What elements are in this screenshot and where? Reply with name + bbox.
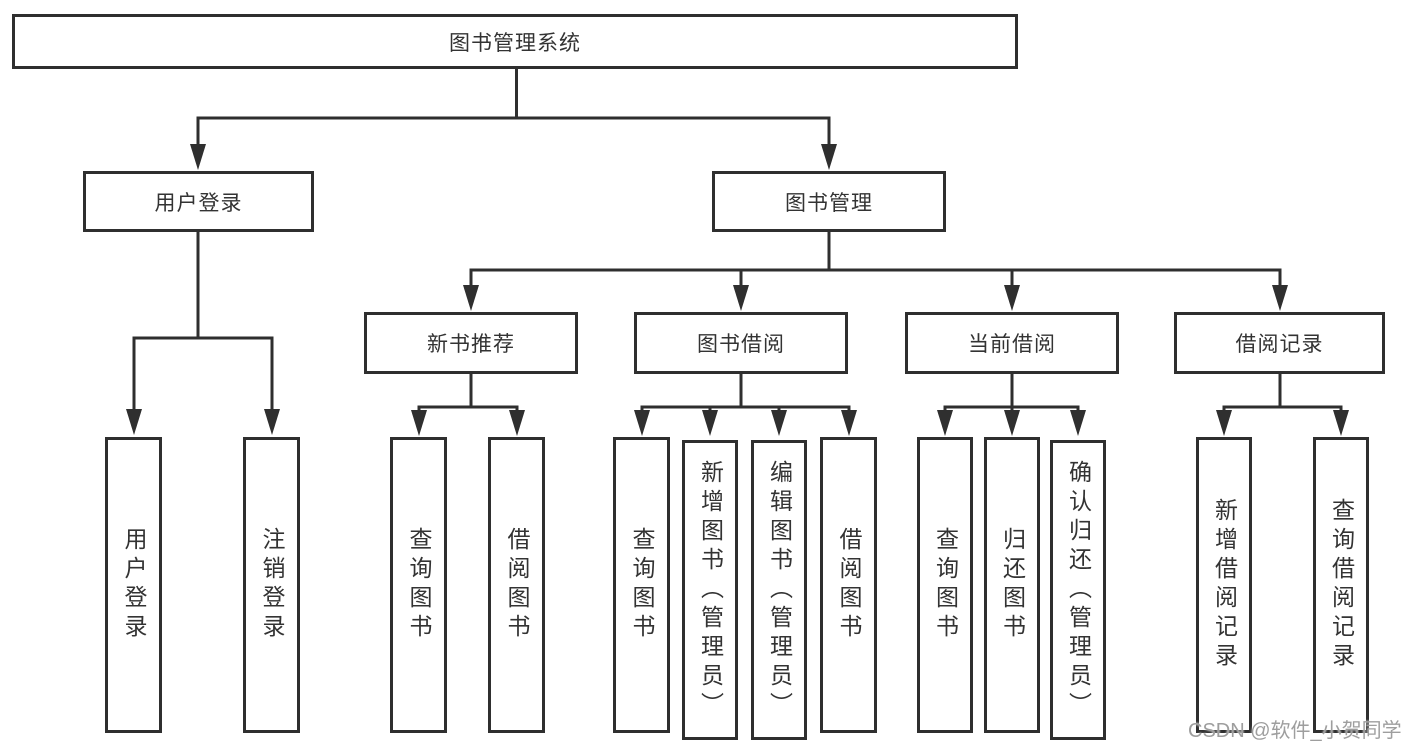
node-library-system: 图书管理系统	[12, 14, 1018, 69]
arrowhead-bb-query	[634, 410, 650, 436]
connector-login-rail	[132, 336, 274, 412]
connector-bookborrow-rail	[640, 405, 851, 413]
leaf-bb-query-book-label: 查询图书	[629, 527, 655, 643]
connector-level3-rail	[469, 268, 1282, 290]
node-borrow-records: 借阅记录	[1174, 312, 1385, 374]
leaf-cb-return-book: 归还图书	[984, 437, 1040, 733]
connector-level2-rail	[196, 116, 831, 150]
arrowhead-bb-edit	[771, 410, 787, 436]
leaf-user-login-label: 用户登录	[121, 527, 147, 643]
leaf-nb-borrow-book: 借阅图书	[488, 437, 545, 733]
leaf-cb-confirm-return-admin: 确认归还（管理员）	[1050, 440, 1106, 740]
leaf-logout-login: 注销登录	[243, 437, 300, 733]
leaf-cb-query-book: 查询图书	[917, 437, 973, 733]
node-book-management-label: 图书管理	[785, 191, 873, 215]
node-new-book-recommend: 新书推荐	[364, 312, 578, 374]
leaf-br-query-record: 查询借阅记录	[1313, 437, 1369, 733]
leaf-bb-edit-book-admin: 编辑图书（管理员）	[751, 440, 807, 740]
arrowhead-new-book-rec	[463, 285, 479, 311]
arrowhead-cb-return	[1004, 410, 1020, 436]
arrowhead-current-borrow	[1004, 285, 1020, 311]
connector-borrowrecord-rail	[1222, 405, 1343, 413]
node-current-borrowing: 当前借阅	[905, 312, 1119, 374]
leaf-bb-add-book-admin: 新增图书（管理员）	[682, 440, 738, 740]
node-user-login-group: 用户登录	[83, 171, 314, 232]
arrowhead-book-mgmt	[821, 144, 837, 170]
leaf-logout-login-label: 注销登录	[259, 527, 285, 643]
arrowhead-book-borrow	[733, 285, 749, 311]
arrowhead-bb-add	[702, 410, 718, 436]
arrowhead-borrow-record	[1272, 285, 1288, 311]
leaf-cb-confirm-return-admin-label: 确认归还（管理员）	[1065, 459, 1092, 721]
node-book-borrowing: 图书借阅	[634, 312, 848, 374]
csdn-watermark: CSDN @软件_小贺同学	[1188, 720, 1402, 742]
arrowhead-cb-confirm	[1070, 410, 1086, 436]
node-book-management: 图书管理	[712, 171, 946, 232]
leaf-br-query-record-label: 查询借阅记录	[1328, 498, 1355, 672]
leaf-bb-edit-book-admin-label: 编辑图书（管理员）	[766, 459, 793, 721]
arrowhead-logout-login	[264, 409, 280, 435]
leaf-bb-borrow-book: 借阅图书	[820, 437, 877, 733]
arrowhead-login-group	[190, 144, 206, 170]
arrowhead-cb-query	[937, 410, 953, 436]
leaf-user-login: 用户登录	[105, 437, 162, 733]
arrowhead-nb-borrow	[509, 410, 525, 436]
leaf-nb-query-book: 查询图书	[390, 437, 447, 733]
arrowhead-bb-borrow	[841, 410, 857, 436]
arrowhead-br-query	[1333, 410, 1349, 436]
leaf-bb-query-book: 查询图书	[613, 437, 670, 733]
node-current-borrowing-label: 当前借阅	[968, 333, 1056, 356]
leaf-bb-borrow-book-label: 借阅图书	[836, 527, 862, 643]
arrowhead-nb-query	[411, 410, 427, 436]
arrowhead-br-add	[1216, 410, 1232, 436]
leaf-cb-query-book-label: 查询图书	[932, 527, 959, 643]
leaf-nb-borrow-book-label: 借阅图书	[504, 527, 530, 643]
leaf-br-add-record: 新增借阅记录	[1196, 437, 1252, 733]
node-borrow-records-label: 借阅记录	[1235, 333, 1324, 356]
node-library-system-label: 图书管理系统	[449, 31, 581, 55]
leaf-br-add-record-label: 新增借阅记录	[1211, 498, 1238, 672]
leaf-nb-query-book-label: 查询图书	[406, 527, 432, 643]
connector-newbookrec-rail	[417, 405, 519, 413]
leaf-cb-return-book-label: 归还图书	[999, 527, 1026, 643]
node-book-borrowing-label: 图书借阅	[697, 333, 785, 356]
leaf-bb-add-book-admin-label: 新增图书（管理员）	[697, 459, 724, 721]
arrowhead-user-login	[126, 409, 142, 435]
node-user-login-group-label: 用户登录	[154, 191, 243, 215]
node-new-book-recommend-label: 新书推荐	[427, 333, 515, 356]
